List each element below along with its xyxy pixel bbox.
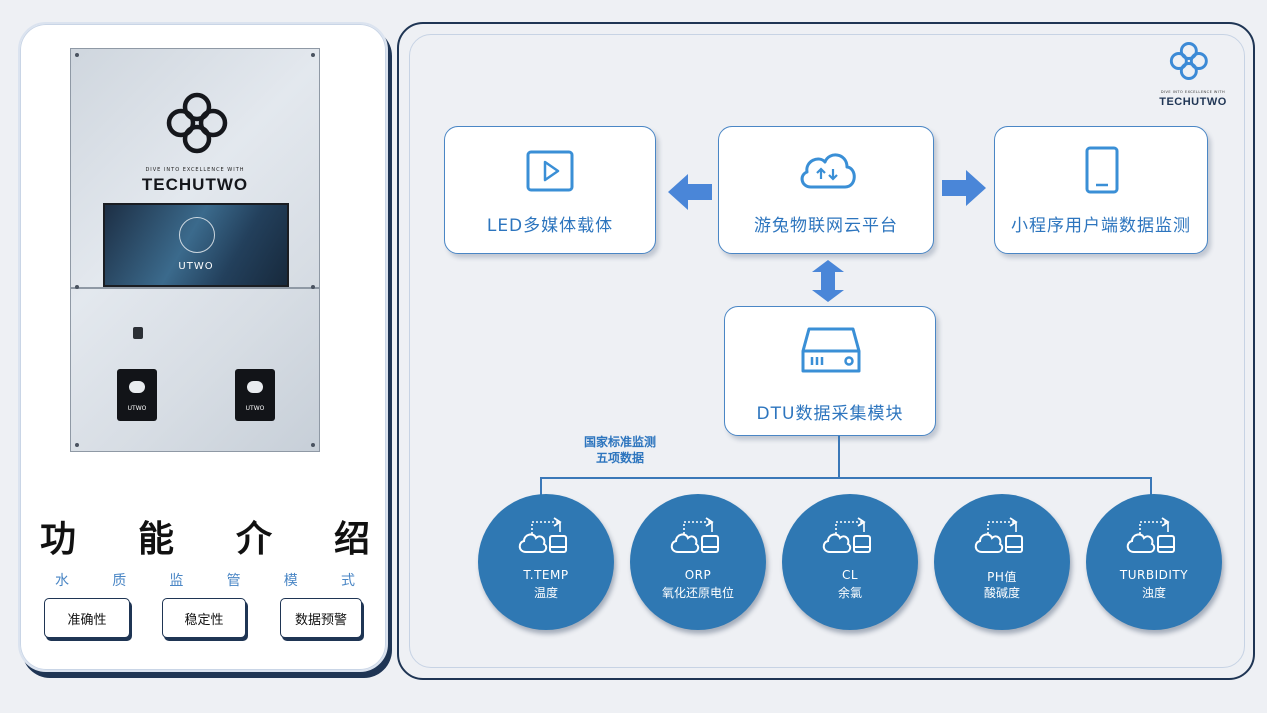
architecture-inner-frame [409, 34, 1245, 668]
led-card-label: LED多媒体载体 [486, 216, 614, 236]
sensor-name: TURBIDITY [1119, 568, 1189, 582]
screw [311, 285, 315, 289]
sensor-name: ORP [684, 568, 712, 582]
feature-alert-button[interactable]: 数据预警 [280, 598, 362, 638]
screw [75, 53, 79, 57]
sensor-cn-label: 氧化还原电位 [661, 586, 734, 600]
mini-program-card[interactable]: 小程序用户端数据监测 [994, 126, 1208, 254]
sensor-orp[interactable]: ORP 氧化还原电位 [630, 494, 766, 630]
feature-accuracy-button[interactable]: 准确性 [44, 598, 130, 638]
tree-drop [540, 477, 542, 497]
knot-logo-icon [1169, 42, 1208, 80]
device-photo: DIVE INTO EXCELLENCE WITH TECHUTWO UTWO … [70, 48, 320, 452]
screw [311, 53, 315, 57]
tablet-icon [1085, 146, 1119, 194]
cloud-device-transfer-icon [974, 517, 1023, 553]
cloud-card-label: 游兔物联网云平台 [754, 216, 898, 236]
arrow-left-icon [668, 174, 712, 210]
subtitle-char: 管 [226, 573, 241, 589]
title-char: 功 [40, 518, 77, 560]
server-icon [801, 327, 861, 373]
cloud-platform-card[interactable]: 游兔物联网云平台 [718, 126, 934, 254]
subtitle-char: 水 [55, 573, 69, 589]
sensor-chlorine[interactable]: CL 余氯 [782, 494, 918, 630]
subtitle-char: 模 [283, 573, 298, 589]
sensor-cn-label: 浊度 [1141, 586, 1166, 600]
cloud-upload-icon [800, 153, 856, 189]
screen-brand-text: UTWO [178, 261, 214, 272]
sensor-name: PH值 [987, 570, 1017, 584]
sensor-turbidity[interactable]: TURBIDITY 浊度 [1086, 494, 1222, 630]
dtu-module-card[interactable]: DTU数据采集模块 [724, 306, 936, 436]
corner-logo-tagline: DIVE INTO EXCELLENCE WITH [1160, 90, 1226, 94]
led-media-card[interactable]: LED多媒体载体 [444, 126, 656, 254]
device-brand: TECHUTWO [141, 175, 249, 194]
sensor-temperature[interactable]: T.TEMP 温度 [478, 494, 614, 630]
device-screen: UTWO [103, 203, 289, 287]
sensor-cn-label: 余氯 [837, 586, 862, 600]
device-indicator [133, 327, 143, 339]
subtitle-char: 质 [112, 573, 127, 589]
national-standard-label: 国家标准监测 五项数据 [583, 435, 656, 465]
sensor-name: CL [841, 568, 859, 582]
subtitle-char: 监 [169, 573, 184, 589]
tree-drop [1150, 477, 1152, 497]
cloud-device-transfer-icon [670, 517, 719, 553]
device-upper-section [71, 49, 319, 289]
screw [75, 443, 79, 447]
probe-right: UTWO [235, 369, 275, 421]
dtu-card-label: DTU数据采集模块 [756, 404, 904, 424]
arrow-right-icon [942, 170, 986, 206]
screw [75, 285, 79, 289]
app-card-label: 小程序用户端数据监测 [1011, 216, 1191, 236]
corner-logo-brand: TECHUTWO [1159, 96, 1227, 108]
cloud-device-transfer-icon [518, 517, 567, 553]
sensor-ph[interactable]: PH值 酸碱度 [934, 494, 1070, 630]
title-char: 绍 [333, 518, 370, 560]
tree-branch [540, 477, 1152, 479]
cloud-device-transfer-icon [822, 517, 871, 553]
play-icon [526, 150, 574, 192]
page-subtitle: 水 质 监 管 模 式 [55, 570, 355, 590]
page-title: 功 能 介 绍 [40, 510, 370, 562]
subtitle-char: 式 [340, 573, 355, 589]
probe-left: UTWO [117, 369, 157, 421]
sensor-name: T.TEMP [523, 568, 569, 582]
device-tagline: DIVE INTO EXCELLENCE WITH [145, 167, 245, 173]
title-char: 介 [235, 518, 272, 560]
title-char: 能 [137, 518, 174, 560]
sensor-cn-label: 酸碱度 [983, 586, 1020, 600]
tree-trunk [838, 436, 840, 478]
cloud-device-transfer-icon [1126, 517, 1175, 553]
feature-stability-button[interactable]: 稳定性 [162, 598, 246, 638]
loading-ring-icon [179, 217, 215, 253]
knot-logo-icon [166, 92, 228, 154]
arrow-vertical-icon [812, 260, 844, 302]
screw [311, 443, 315, 447]
sensor-cn-label: 温度 [533, 586, 558, 600]
